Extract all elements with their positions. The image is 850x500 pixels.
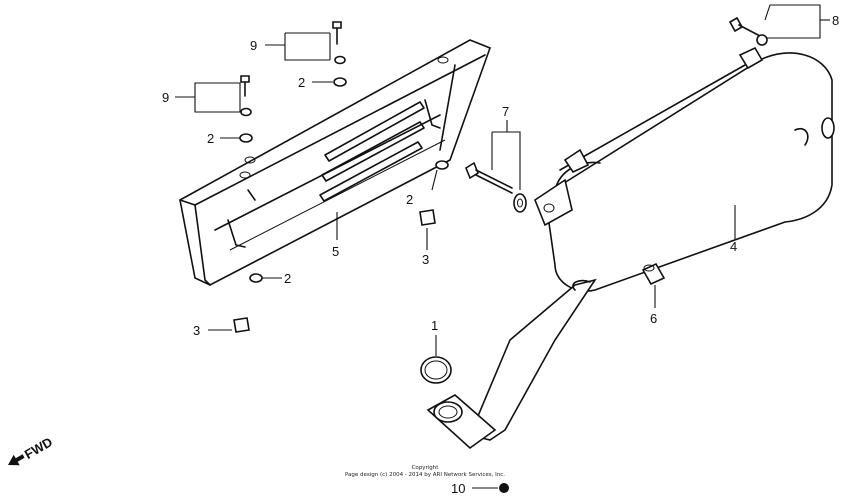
grommet-c — [435, 160, 449, 170]
callout-10: 10 — [451, 481, 465, 496]
muffler-collar — [641, 262, 666, 286]
callout-1: 1 — [431, 318, 438, 333]
forward-arrow-icon: FWD — [8, 434, 55, 466]
callout-6: 6 — [650, 311, 657, 326]
callout-4: 4 — [730, 239, 737, 254]
callout-7: 7 — [502, 104, 509, 119]
exhaust-gasket — [420, 356, 452, 384]
copyright-line-1: Copyright — [412, 465, 440, 471]
exhaust-pipe — [426, 278, 597, 450]
callout-5: 5 — [332, 244, 339, 259]
fwd-label: FWD — [22, 434, 55, 462]
grommet-b — [239, 133, 253, 143]
copyright-line-2: Page design (c) 2004 - 2014 by ARI Netwo… — [345, 472, 505, 478]
callout-3-a: 3 — [422, 252, 429, 267]
mounting-bolt — [465, 161, 527, 213]
callout-2-b: 2 — [207, 131, 214, 146]
callout-3-b: 3 — [193, 323, 200, 338]
muffler-bolt — [728, 16, 768, 46]
collar-b — [233, 317, 250, 333]
callout-2-c: 2 — [406, 192, 413, 207]
part-10-nut — [499, 483, 509, 493]
screw-top — [332, 21, 346, 65]
callout-9-upper: 9 — [250, 38, 257, 53]
screw-mid — [240, 75, 252, 117]
muffler-protector — [179, 39, 492, 286]
callout-2-a: 2 — [298, 75, 305, 90]
muffler — [534, 46, 835, 292]
grommet-a — [333, 77, 347, 87]
callout-8: 8 — [832, 13, 839, 28]
callout-lines — [175, 4, 830, 489]
grommet-d — [249, 273, 263, 283]
collar-a — [419, 209, 436, 226]
callout-2-d: 2 — [284, 271, 291, 286]
callout-9-lower: 9 — [162, 90, 169, 105]
